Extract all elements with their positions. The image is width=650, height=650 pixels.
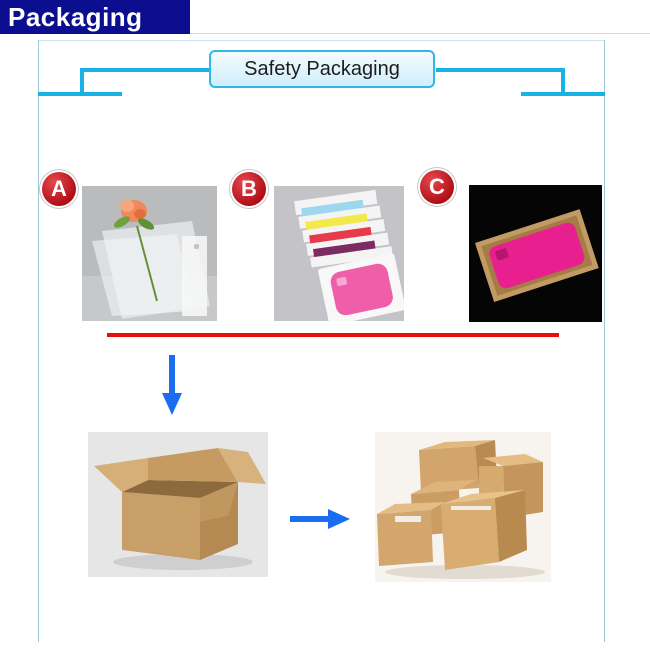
flower-bags-photo — [82, 186, 217, 321]
option-b-badge: B — [232, 172, 266, 206]
frame-left-border — [38, 40, 39, 642]
banner-connector-lines — [38, 68, 605, 96]
open-carton-photo — [88, 432, 268, 577]
page-title: Packaging — [0, 0, 190, 34]
stacked-cartons-photo — [375, 432, 551, 582]
kraft-box-photo — [469, 185, 602, 322]
frame-top-border — [38, 40, 605, 41]
arrow-down-icon — [162, 355, 182, 415]
safety-packaging-banner: Safety Packaging — [209, 50, 435, 88]
option-c-badge: C — [420, 170, 454, 204]
phone-case-bags-photo — [274, 186, 404, 321]
option-a-badge: A — [42, 172, 76, 206]
red-divider-line — [107, 333, 559, 337]
arrow-right-icon — [290, 509, 350, 529]
header-rule — [190, 33, 650, 34]
frame-right-border — [604, 40, 605, 642]
